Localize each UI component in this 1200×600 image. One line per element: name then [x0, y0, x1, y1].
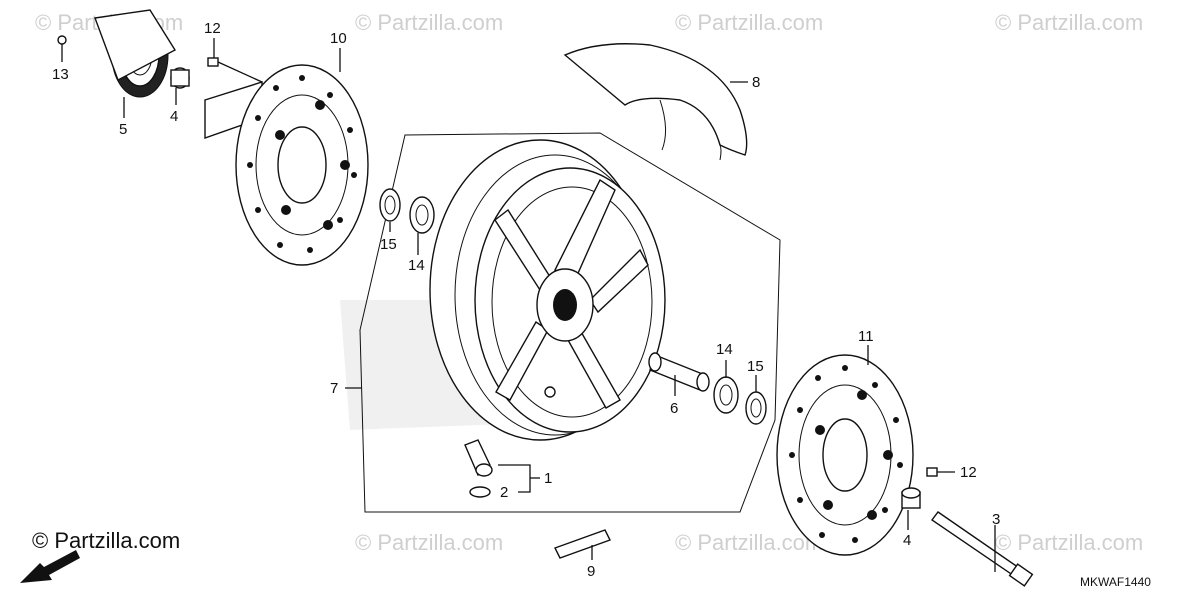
watermark-text: © Partzilla.com [995, 10, 1143, 35]
part-3-axle [931, 511, 1034, 587]
callout-4: 4 [903, 532, 911, 549]
callout-15: 15 [747, 358, 764, 375]
callout-2: 2 [500, 484, 508, 501]
callout-15: 15 [380, 236, 397, 253]
callout-9: 9 [587, 563, 595, 580]
part-11-brake-disc [776, 354, 914, 556]
leader-lines [61, 38, 996, 572]
callout-3: 3 [992, 511, 1000, 528]
part-14-bearing-right [713, 376, 739, 414]
callout-6: 6 [670, 400, 678, 417]
diagram-code: MKWAF1440 [1080, 575, 1151, 589]
part-10-brake-disc [235, 64, 369, 266]
part-number-callouts: 1 2 3 4 4 5 6 7 8 9 10 11 12 12 13 14 14… [52, 20, 1000, 580]
part-14-bearing-left [409, 196, 435, 234]
part-4-collar [901, 487, 921, 509]
part-2-o-ring [469, 486, 491, 498]
part-6-spacer [648, 352, 710, 392]
callout-7: 7 [330, 380, 338, 397]
watermark-text: © Partzilla.com [995, 530, 1143, 555]
part-1-valve [464, 439, 493, 477]
part-12-bolt [207, 57, 263, 83]
watermark-text: © Partzilla.com [355, 530, 503, 555]
watermarks: © Partzilla.com © Partzilla.com © Partzi… [35, 10, 1143, 555]
brand-mark: © Partzilla.com [32, 528, 180, 553]
part-7-wheel [429, 139, 666, 441]
part-8-tire [563, 43, 748, 161]
hub-housing-ghost [94, 9, 176, 81]
part-15-dust-seal-left [379, 188, 401, 222]
callout-1: 1 [544, 470, 552, 487]
callout-4: 4 [170, 108, 178, 125]
wheel-assembly-outline [359, 132, 781, 513]
watermark-text: © Partzilla.com [675, 10, 823, 35]
callout-14: 14 [408, 257, 425, 274]
front-direction-arrow-icon: FR. [20, 542, 80, 583]
callout-10: 10 [330, 30, 347, 47]
part-4-collar [170, 67, 190, 89]
part-13-bolt [57, 35, 67, 45]
part-15-dust-seal-right [745, 391, 767, 425]
part-12-bolt [926, 467, 938, 477]
callout-8: 8 [752, 74, 760, 91]
watermark-text: © Partzilla.com [355, 10, 503, 35]
part-9-balance-weight [554, 529, 611, 559]
callout-12: 12 [204, 20, 221, 37]
callout-5: 5 [119, 121, 127, 138]
callout-13: 13 [52, 66, 69, 83]
watermark-text: © Partzilla.com [675, 530, 823, 555]
callout-14: 14 [716, 341, 733, 358]
callout-12: 12 [960, 464, 977, 481]
callout-11: 11 [858, 328, 874, 345]
